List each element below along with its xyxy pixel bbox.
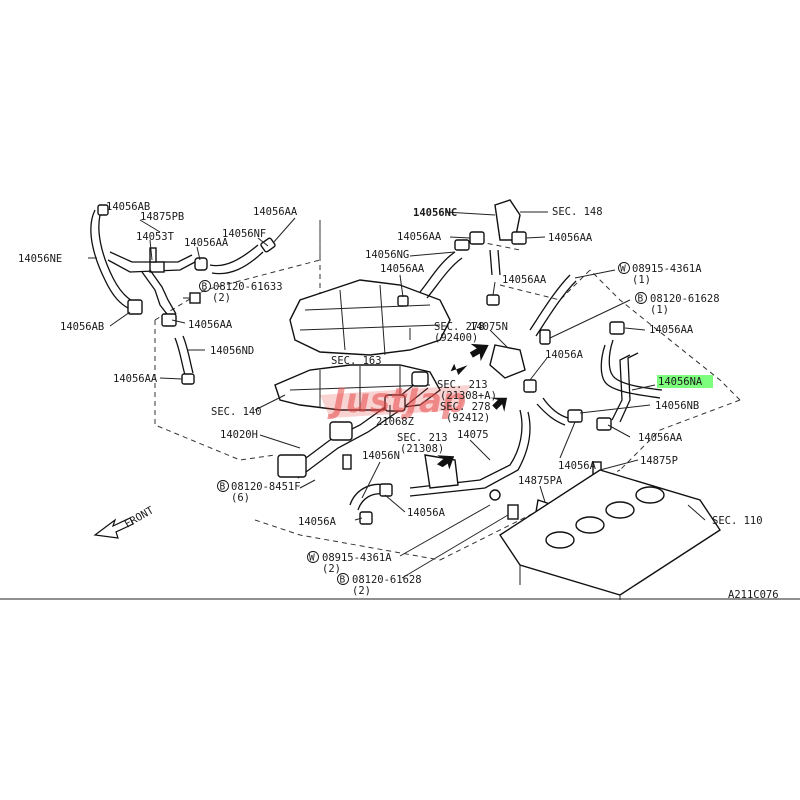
washer-marker-4361A-2: W bbox=[309, 553, 315, 564]
highlight-14056NA bbox=[657, 375, 713, 388]
label-08915-4361A-2: 08915-4361A bbox=[322, 552, 392, 564]
washer-marker-4361A-1: W bbox=[620, 264, 626, 275]
label-14056ND: 14056ND bbox=[210, 345, 254, 357]
label-14056AA-4: 14056AA bbox=[113, 373, 158, 385]
label-sec-213-a-sub: (21308+A) bbox=[440, 390, 497, 402]
front-arrow-icon bbox=[93, 517, 134, 539]
leader-lines bbox=[88, 211, 706, 579]
label-14056A-2: 14056A bbox=[558, 460, 597, 472]
label-sec-110: SEC. 110 bbox=[712, 515, 763, 527]
label-14875PA: 14875PA bbox=[518, 475, 563, 487]
label-14056AA-7: 14056AA bbox=[380, 263, 425, 275]
cylinder-head bbox=[0, 469, 800, 600]
label-14875P: 14875P bbox=[640, 455, 678, 467]
label-08120-61628-2: 08120-61628 bbox=[352, 574, 422, 586]
label-14056A-1: 14056A bbox=[545, 349, 584, 361]
watermark-text: JustJap bbox=[327, 381, 466, 421]
label-14056AB-top: 14056AB bbox=[106, 201, 150, 213]
bolt-marker-8451F: B bbox=[220, 482, 226, 493]
label-14020H: 14020H bbox=[220, 429, 258, 441]
label-sec-278-a: SEC. 278 bbox=[434, 321, 485, 333]
label-14056AA-10: 14056AA bbox=[638, 432, 683, 444]
label-14056A-3: 14056A bbox=[298, 516, 337, 528]
label-21068Z: 21068Z bbox=[376, 416, 414, 428]
part-labels: 14056AB 14875PB 14053T 14056AA 14056AA 1… bbox=[18, 201, 779, 601]
label-14056AA-2: 14056AA bbox=[253, 206, 298, 218]
label-sec-213-b-sub: (21308) bbox=[400, 443, 444, 455]
bolt-marker-61628-2: B bbox=[340, 575, 346, 586]
label-14056NB: 14056NB bbox=[655, 400, 699, 412]
coolant-pipe bbox=[277, 371, 429, 479]
label-14056N: 14056N bbox=[362, 450, 400, 462]
label-sec-140: SEC. 140 bbox=[211, 406, 262, 418]
label-14056AA-3: 14056AA bbox=[188, 319, 233, 331]
label-sec-148: SEC. 148 bbox=[552, 206, 603, 218]
label-sec-278-b-sub: (92412) bbox=[446, 412, 490, 424]
label-sec-213-a: SEC. 213 bbox=[437, 379, 488, 391]
right-hose-assembly bbox=[349, 199, 663, 525]
label-08120-61628-1: 08120-61628 bbox=[650, 293, 720, 305]
label-08915-4361A-1: 08915-4361A bbox=[632, 263, 702, 275]
label-sec-278-a-sub: (92400) bbox=[434, 332, 478, 344]
bolt-marker-61628-1: B bbox=[638, 294, 644, 305]
label-08915-4361A-1-qty: (1) bbox=[632, 274, 651, 286]
label-14056NC: 14056NC bbox=[413, 207, 457, 219]
label-sec-278-b: SEC. 278 bbox=[440, 401, 491, 413]
label-14056NA: 14056NA bbox=[658, 376, 703, 388]
watermark-logo: JustJap bbox=[320, 381, 470, 421]
flow-arrows bbox=[436, 343, 508, 470]
label-08915-4361A-2-qty: (2) bbox=[322, 563, 341, 575]
label-14056AA-1: 14056AA bbox=[184, 237, 229, 249]
label-sec-163: SEC. 163 bbox=[331, 355, 382, 367]
label-14875PB: 14875PB bbox=[140, 211, 184, 223]
label-14056A-4: 14056A bbox=[407, 507, 446, 519]
label-08120-61633-qty: (2) bbox=[212, 292, 231, 304]
label-08120-8451F-qty: (6) bbox=[231, 492, 250, 504]
label-14056AA-8: 14056AA bbox=[502, 274, 547, 286]
label-14056AB-bottom: 14056AB bbox=[60, 321, 104, 333]
left-hose-assembly bbox=[90, 204, 276, 385]
label-14056NG: 14056NG bbox=[365, 249, 409, 261]
label-14075N: 14075N bbox=[470, 321, 508, 333]
label-08120-61628-2-qty: (2) bbox=[352, 585, 371, 597]
label-14053T: 14053T bbox=[136, 231, 175, 243]
label-front: FRONT bbox=[123, 504, 157, 531]
label-08120-8451F: 08120-8451F bbox=[231, 481, 301, 493]
label-14075: 14075 bbox=[457, 429, 489, 441]
label-14056AA-5: 14056AA bbox=[397, 231, 442, 243]
label-14056AA-6: 14056AA bbox=[548, 232, 593, 244]
label-14056NE: 14056NE bbox=[18, 253, 62, 265]
label-08120-61628-1-qty: (1) bbox=[650, 304, 669, 316]
bolt-marker-61633: B bbox=[202, 282, 208, 293]
label-08120-61633: 08120-61633 bbox=[213, 281, 283, 293]
diagram-code: A211C076 bbox=[728, 589, 779, 601]
label-sec-213-b: SEC. 213 bbox=[397, 432, 448, 444]
label-14056NF: 14056NF bbox=[222, 228, 266, 240]
label-14056AA-9: 14056AA bbox=[649, 324, 694, 336]
